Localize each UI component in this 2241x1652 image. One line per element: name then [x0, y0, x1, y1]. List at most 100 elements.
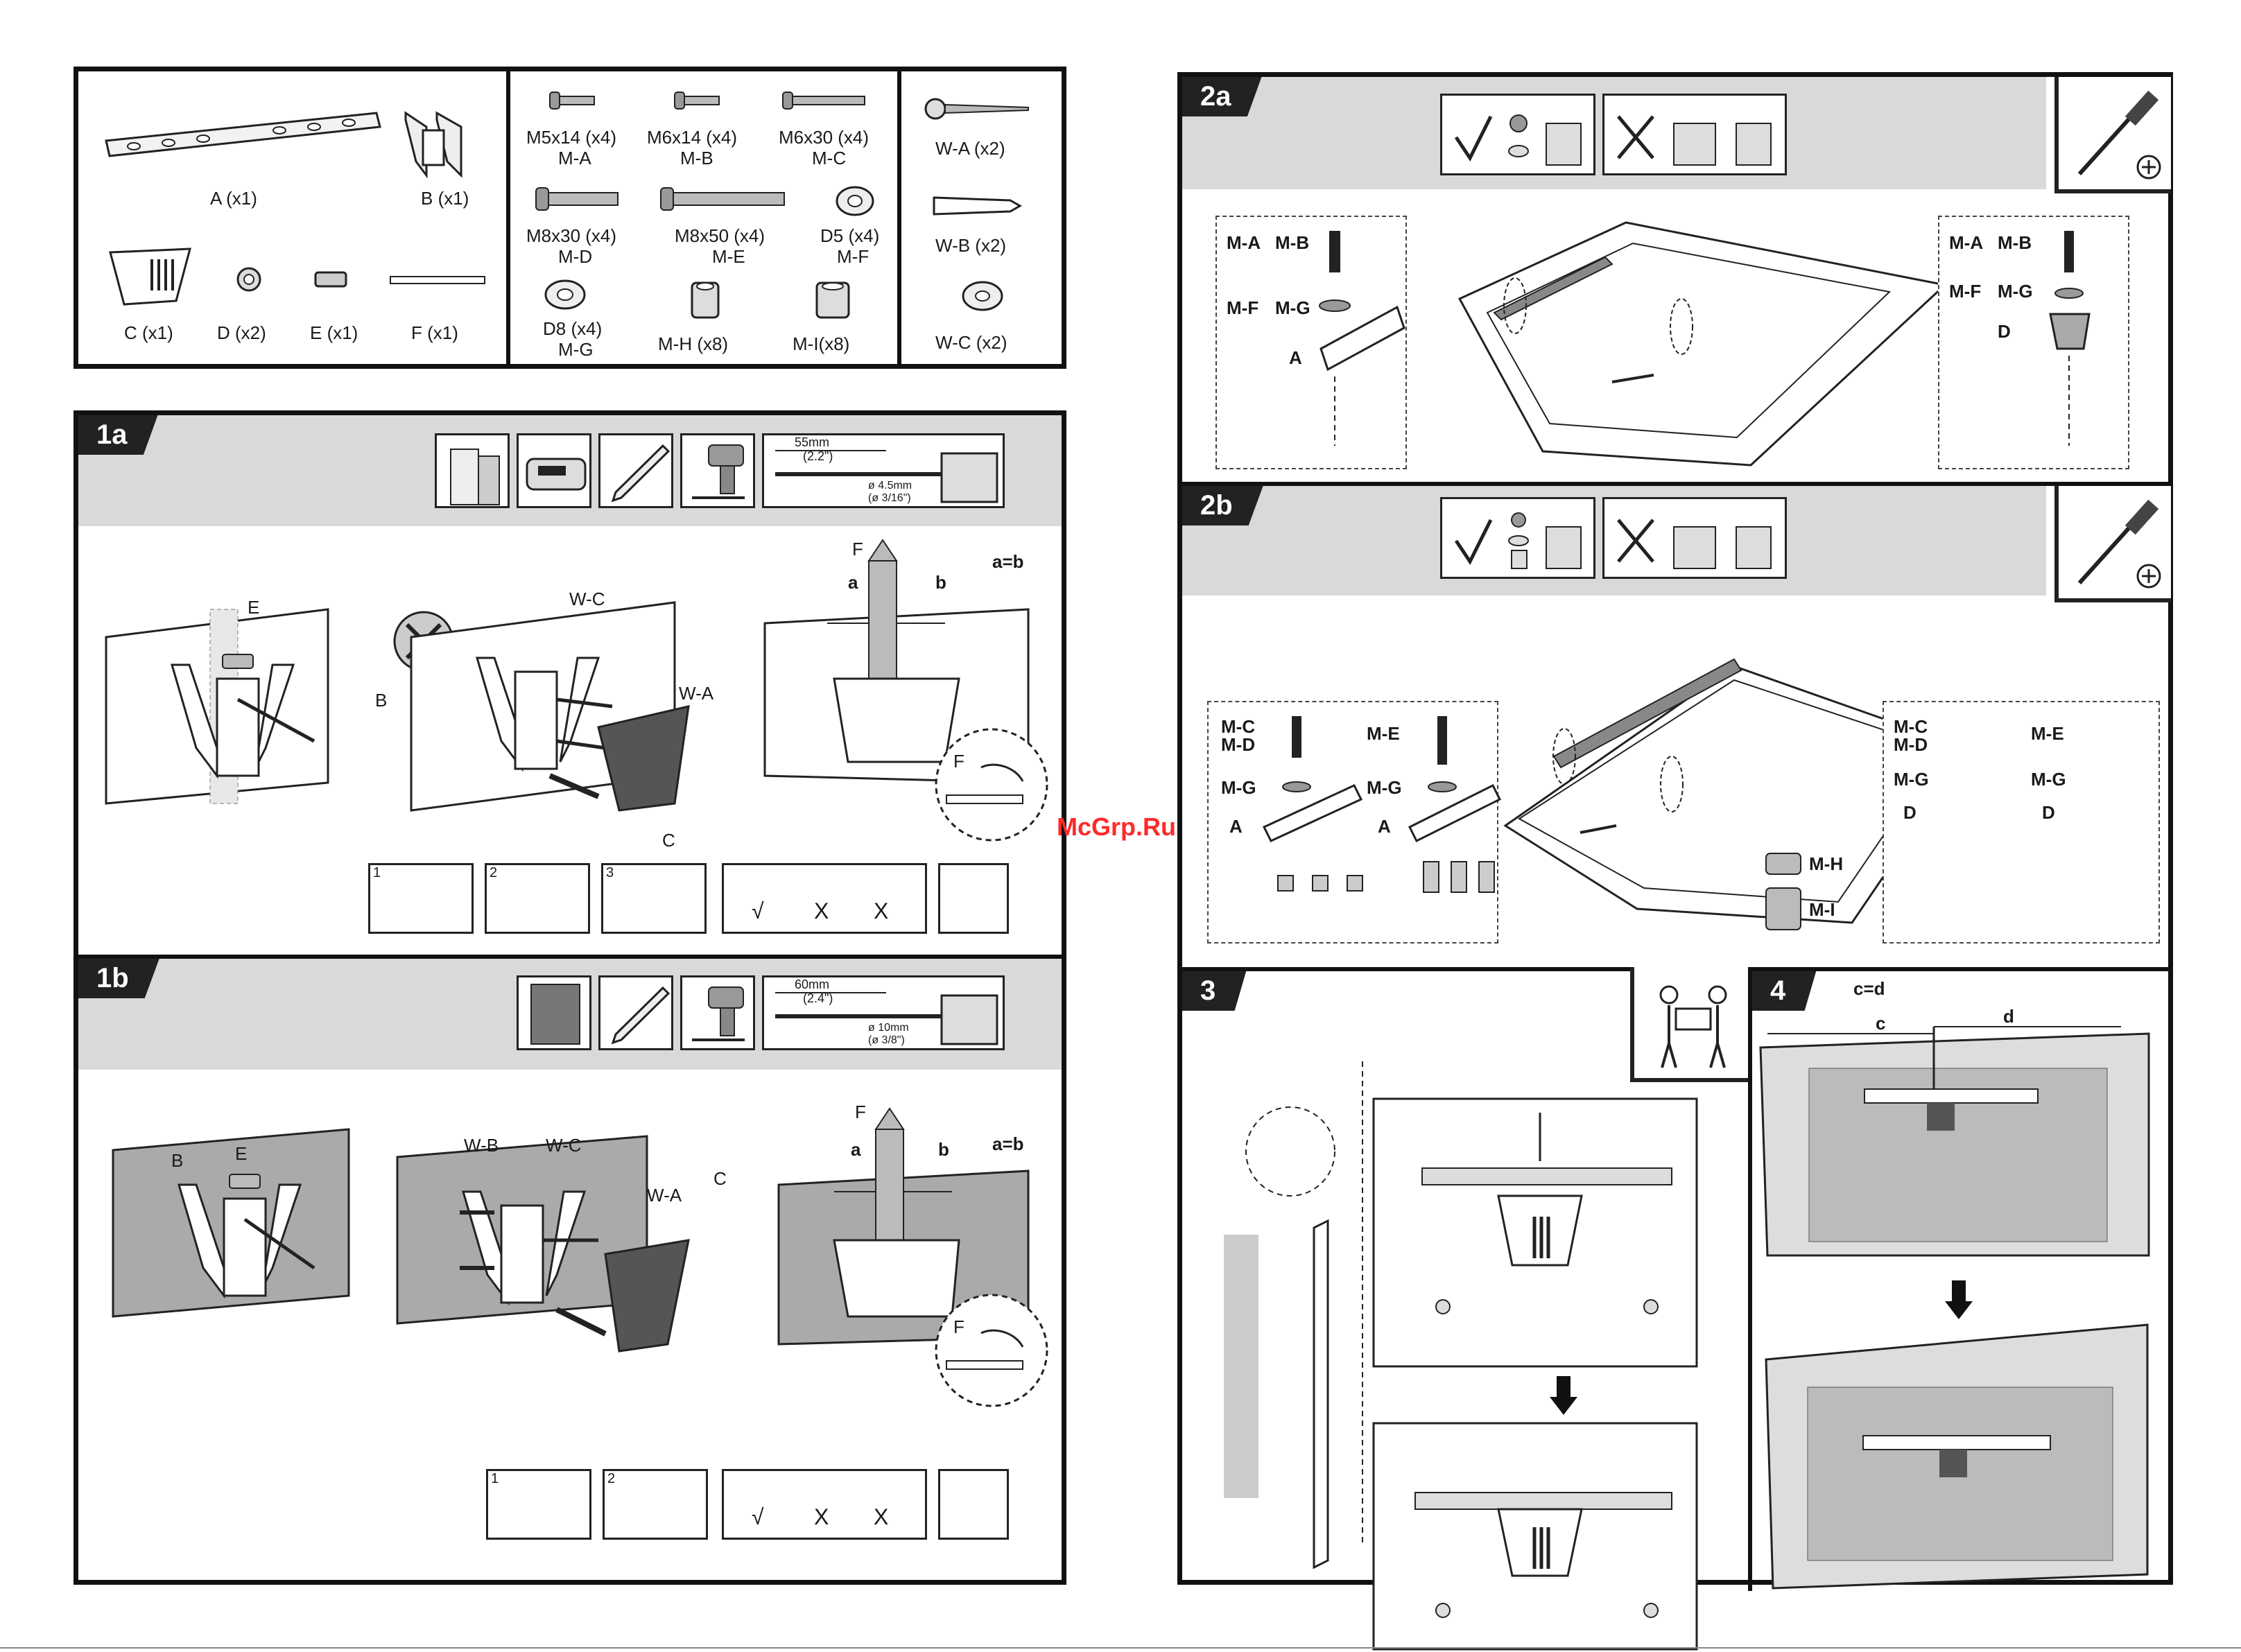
wood-screw-wa-illustration	[924, 98, 1029, 120]
step3-down-arrow	[1550, 1376, 1577, 1415]
label-ma-r: M-A	[1949, 232, 1984, 253]
label-1b-wa: W-A	[647, 1185, 682, 1206]
label-1a-b: B	[375, 690, 388, 711]
drill-dia-in-label: (ø 3/16")	[868, 492, 911, 504]
spacer-mh-icon	[1765, 853, 1801, 875]
part-me-code: M-E	[712, 246, 745, 267]
bracket-b-illustration	[404, 111, 462, 179]
step2-4-panel: 2a M-A M-B M-F M-G A M-A M-B M-F M-G D 2…	[1177, 72, 2173, 1651]
part-ma-size: M5x14 (x4)	[526, 127, 617, 148]
step2b-tab: 2b	[1182, 486, 1263, 525]
label-d-2b: D	[1903, 802, 1916, 823]
part-wa-label: W-A (x2)	[935, 138, 1005, 159]
part-mg-code: M-G	[558, 339, 594, 360]
label-d-2b-2: D	[2042, 802, 2055, 823]
step2a-wrong-washer-icon	[1602, 94, 1787, 175]
drill-bit-diagram: 55mm (2.2") ø 4.5mm (ø 3/16")	[762, 433, 1005, 508]
washer-mg-illustration	[544, 279, 586, 310]
step3-tab: 3	[1182, 971, 1247, 1011]
part-mf-code: M-F	[837, 246, 869, 267]
part-mg-size: D8 (x4)	[543, 318, 603, 339]
step1b-screwdriver-drill	[938, 1469, 1009, 1540]
label-mg-2b: M-G	[1221, 777, 1256, 798]
label-mf: M-F	[1227, 297, 1259, 318]
level-bad-1: X	[814, 898, 829, 923]
step1a-tab: 1a	[78, 415, 158, 455]
stud-finder-icon	[517, 433, 591, 508]
step3-hook-top-illustration	[1372, 1097, 1698, 1368]
label-md-r: M-D	[1894, 734, 1928, 755]
part-d-illustration	[236, 267, 261, 292]
washer-mf-illustration	[836, 186, 874, 216]
label-me: M-E	[1367, 723, 1400, 744]
screwdriver-icon-2a	[2054, 77, 2171, 193]
part-mf-size: D5 (x4)	[820, 225, 880, 246]
step4-final-illustration	[1765, 1323, 2149, 1590]
level-bad-2: X	[874, 898, 889, 923]
step1a-wall-bracket-illustration	[105, 608, 329, 805]
pencil-icon	[598, 433, 673, 508]
step2b-tv-back-illustration	[1503, 658, 1972, 924]
label-1a-wa: W-A	[679, 683, 714, 704]
level-bad-2: X	[874, 1504, 889, 1529]
bottom-rule	[0, 1647, 2241, 1649]
screw-md-illustration	[535, 187, 618, 211]
step1a-cover-attach-illustration	[410, 601, 690, 812]
step1a-screwdriver-drill	[938, 863, 1009, 934]
label-a-2b-2: A	[1378, 816, 1391, 837]
label-mg-2b-2: M-G	[1367, 777, 1402, 798]
part-mh-label: M-H (x8)	[658, 333, 729, 354]
step4-centering-illustration	[1759, 1026, 2150, 1257]
screwdriver-icon-2b	[2054, 486, 2171, 602]
label-1a-c: C	[662, 830, 675, 851]
step2b-wrong-spacer-icon	[1602, 497, 1787, 579]
label-1a-e: E	[248, 597, 260, 618]
step1a-level-check: √ X X	[722, 863, 927, 934]
step2b-correct-spacer-icon	[1440, 497, 1595, 579]
step1-divider	[78, 955, 1062, 959]
step4-c-label: c	[1876, 1013, 1886, 1034]
spacer-mi-illustration	[815, 281, 850, 319]
label-1b-fz: F	[953, 1316, 964, 1337]
step2a-right-detail: M-A M-B M-F M-G D	[1938, 216, 2129, 469]
label-1b-wc: W-C	[546, 1135, 582, 1156]
label-1a-bdim: b	[935, 572, 946, 593]
step1b-tab: 1b	[78, 959, 159, 998]
step1a-substep-3: 3	[601, 863, 707, 934]
label-1a-a: a	[848, 572, 858, 593]
label-1b-b: B	[171, 1150, 184, 1171]
step4-d-label: d	[2003, 1006, 2014, 1027]
step4-rule: c=d	[1853, 978, 1885, 999]
screw-mc-illustration	[782, 92, 865, 110]
label-md: M-D	[1221, 734, 1256, 755]
level-bad-1: X	[814, 1504, 829, 1529]
part-mc-size: M6x30 (x4)	[779, 127, 869, 148]
part-b-label: B (x1)	[421, 188, 469, 209]
drill-depth-in-label: (2.2")	[803, 449, 833, 463]
label-mg-r: M-G	[1998, 281, 2033, 302]
step2a-tab: 2a	[1182, 77, 1262, 116]
part-c-label: C (x1)	[124, 322, 173, 343]
step1b-substep-1: 1	[486, 1469, 591, 1540]
level-ok: √	[752, 1504, 764, 1529]
step2b-right-detail: M-C M-D M-G D M-E M-G D	[1883, 701, 2160, 944]
label-mc: M-C	[1221, 716, 1256, 737]
label-a-2b: A	[1229, 816, 1243, 837]
label-1a-f: F	[852, 539, 863, 559]
label-1b-f: F	[855, 1102, 866, 1122]
watermark: McGrp.Ru	[1057, 812, 1177, 841]
part-me-size: M8x50 (x4)	[675, 225, 765, 246]
step3-4-divider	[1748, 967, 1752, 1591]
label-1b-ab: a=b	[992, 1133, 1024, 1154]
rail-a-illustration	[105, 112, 381, 157]
label-1b-e: E	[235, 1143, 248, 1164]
parts-list-panel: A (x1) B (x1) C (x1) D (x2) E (x1) F (x1…	[73, 67, 1066, 369]
step1a-substep-1: 1	[368, 863, 474, 934]
drill-dia-label: ø 4.5mm	[868, 480, 912, 492]
label-me-r: M-E	[2031, 723, 2064, 744]
level-ok: √	[752, 898, 764, 923]
label-mg-2b-r: M-G	[1894, 769, 1929, 790]
part-ma-code: M-A	[558, 148, 591, 168]
label-mf-r: M-F	[1949, 281, 1982, 302]
drill-dia-in-label-1b: (ø 3/8")	[868, 1034, 905, 1046]
